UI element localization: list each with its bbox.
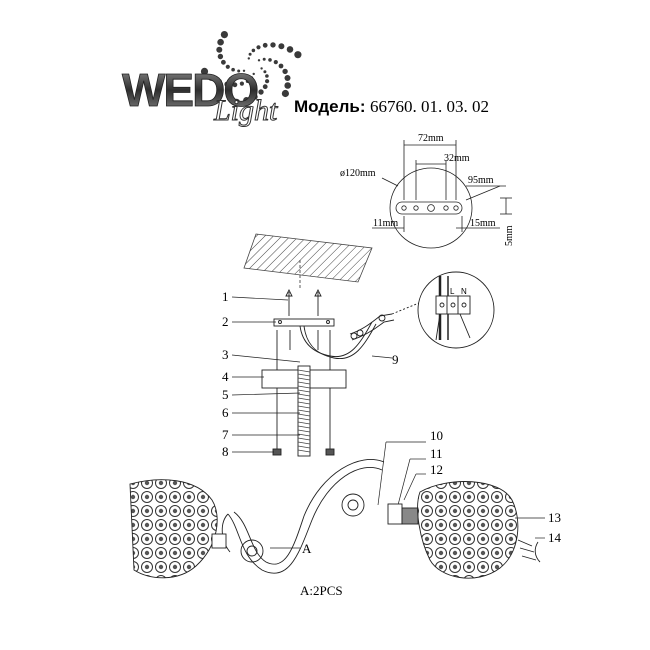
part-label-7: 7 bbox=[222, 427, 229, 442]
dim-5mm: 5mm bbox=[504, 225, 515, 246]
ceiling-hatch bbox=[243, 233, 373, 283]
part-label-5: 5 bbox=[222, 387, 229, 402]
lamp-body bbox=[129, 459, 541, 579]
part-label-9: 9 bbox=[392, 352, 399, 367]
plate-bar bbox=[395, 201, 463, 215]
terminal-label-n: N bbox=[461, 287, 467, 296]
terminal-label-l: L bbox=[450, 287, 455, 296]
dim-15mm: 15mm bbox=[470, 218, 496, 229]
hardware-stack bbox=[261, 288, 437, 457]
right-shade bbox=[417, 481, 519, 579]
brand-logo: WEDO Light bbox=[122, 30, 302, 128]
part-label-3: 3 bbox=[222, 347, 229, 362]
mounting-plate-drawing bbox=[372, 140, 512, 249]
model-code: 66760. 01. 03. 02 bbox=[370, 97, 489, 116]
dim-95mm: 95mm bbox=[468, 175, 494, 186]
model-label: Модель: bbox=[294, 97, 365, 116]
part-label-14: 14 bbox=[548, 530, 562, 545]
part-leaders bbox=[231, 296, 545, 549]
part-label-10: 10 bbox=[430, 428, 443, 443]
callout-a: A bbox=[302, 541, 312, 556]
terminal-block-detail bbox=[417, 271, 495, 349]
part-label-4: 4 bbox=[222, 369, 229, 384]
part-label-8: 8 bbox=[222, 444, 229, 459]
part-label-2: 2 bbox=[222, 314, 229, 329]
part-label-12: 12 bbox=[430, 462, 443, 477]
left-shade bbox=[129, 479, 218, 579]
plate-circle bbox=[389, 167, 473, 249]
dim-diameter: ø120mm bbox=[340, 168, 376, 179]
part-label-1: 1 bbox=[222, 289, 229, 304]
part-label-11: 11 bbox=[430, 446, 443, 461]
dim-11mm: 11mm bbox=[373, 218, 398, 229]
note-quantity: A:2PCS bbox=[300, 583, 343, 598]
part-label-13: 13 bbox=[548, 510, 561, 525]
logo-swirl-dots bbox=[200, 30, 302, 106]
dim-32mm: 32mm bbox=[444, 153, 470, 164]
brand-name: WEDO bbox=[122, 64, 257, 116]
part-label-6: 6 bbox=[222, 405, 229, 420]
dim-72mm: 72mm bbox=[418, 133, 444, 144]
brand-script: Light bbox=[213, 94, 278, 127]
